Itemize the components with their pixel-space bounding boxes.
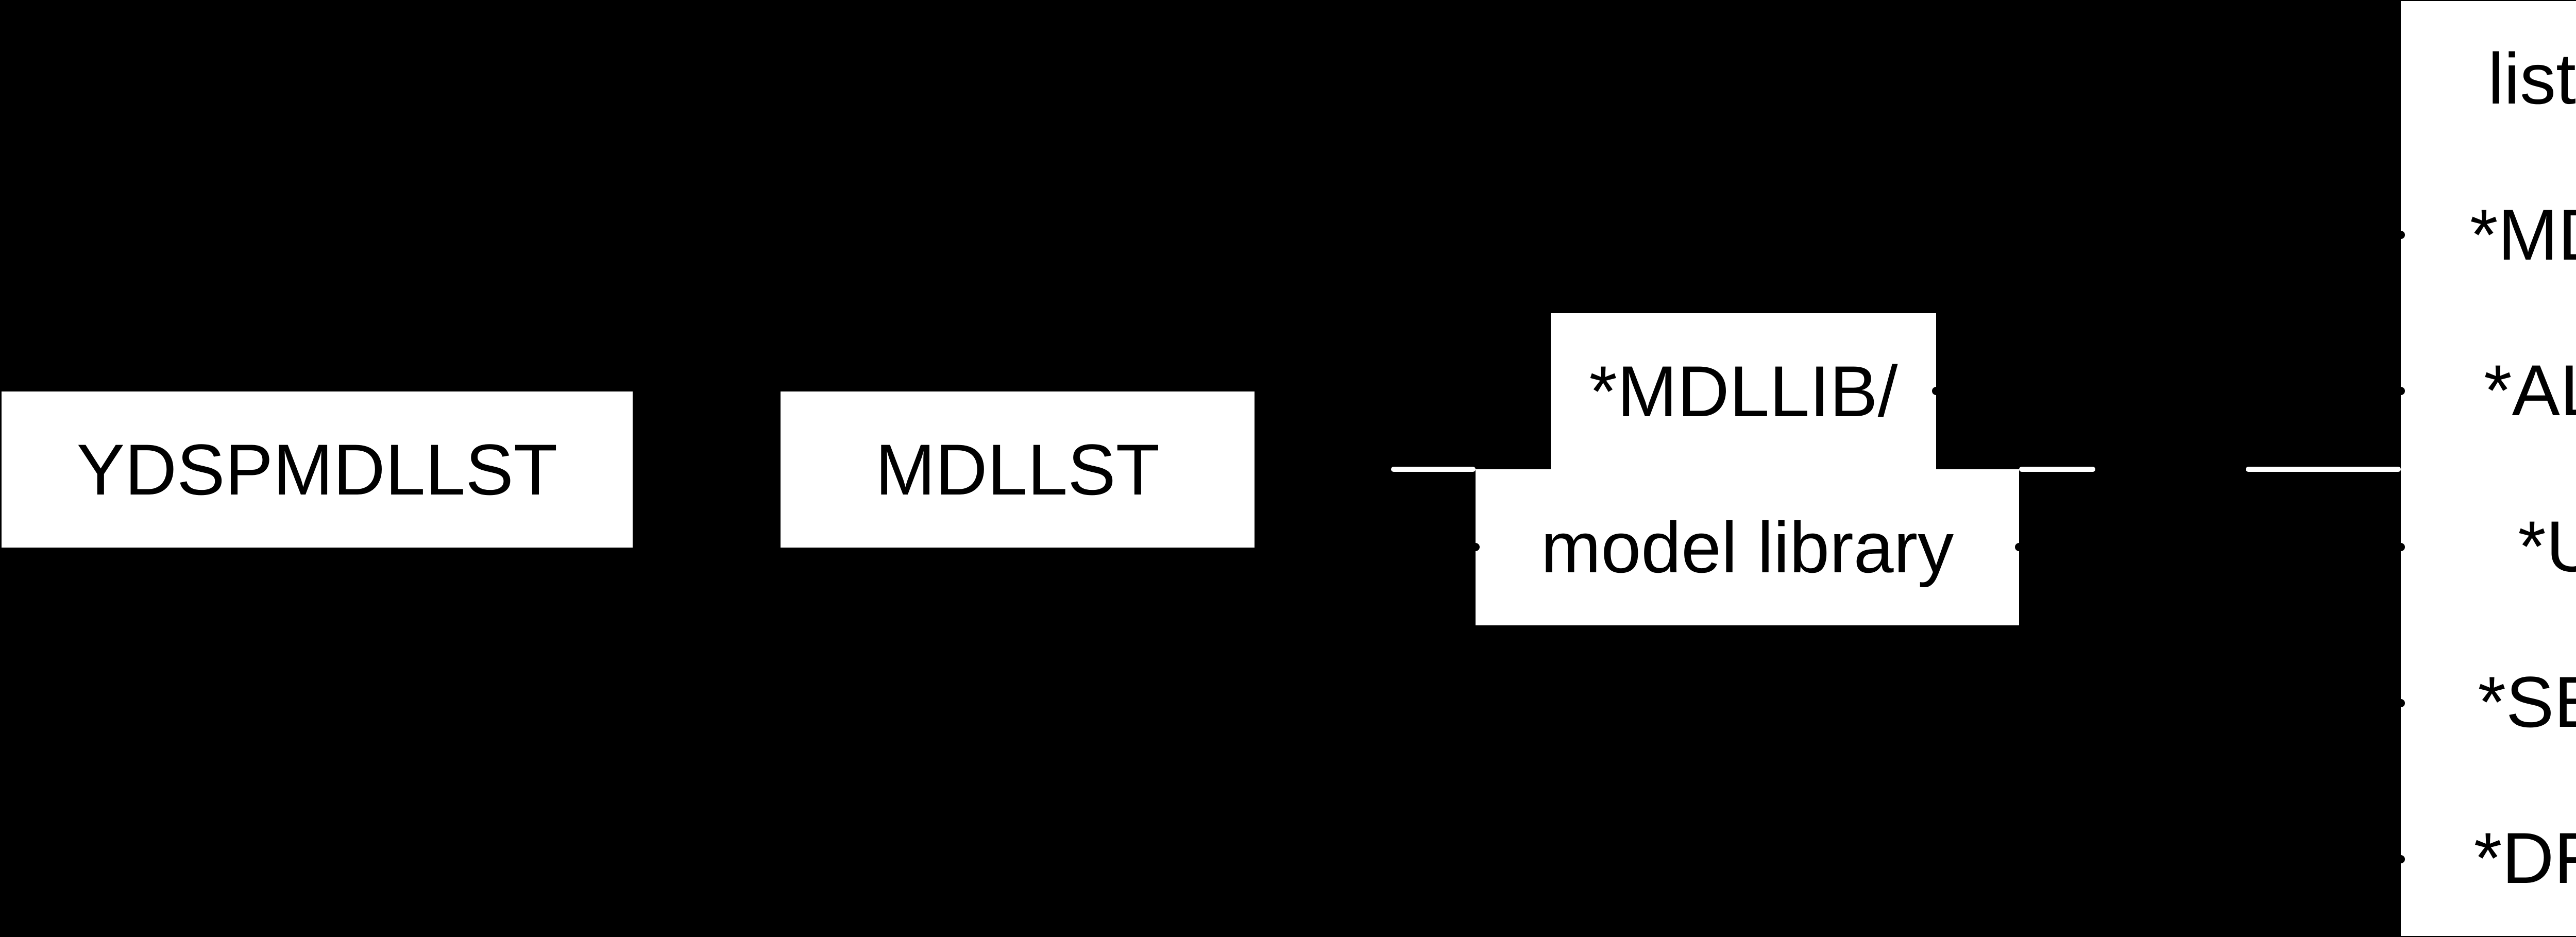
connector-dot (1471, 543, 1480, 551)
connector-dot (2015, 543, 2023, 551)
connector-dot (2397, 231, 2405, 239)
command-label: YDSPMDLLST (76, 429, 558, 510)
value-option-user: *USER (2518, 505, 2576, 587)
value-option-list-name: list name (2487, 38, 2576, 120)
value-option-select: *SELECT (2478, 661, 2576, 743)
connector-dot (2397, 855, 2405, 863)
parameter-box: MDLLST (781, 391, 1255, 548)
qualifier-mdllib-box: *MDLLIB/ (1551, 313, 1936, 469)
value-option-dftcpy: *DFTCPY (2473, 817, 2576, 898)
qualifier-mdllib-label: *MDLLIB/ (1589, 350, 1898, 432)
connector-dot (2397, 387, 2405, 395)
value-option-allobj: *ALLOBJ (2484, 350, 2576, 431)
connector-dot (2397, 699, 2405, 707)
parameter-label: MDLLST (875, 429, 1160, 510)
rail-segment-left (1391, 467, 1476, 472)
rail-segment-after-qualifier (2019, 467, 2095, 472)
value-option-mdlprf: *MDLPRF (2469, 194, 2576, 275)
qualifier-model-library-label: model library (1540, 506, 1954, 588)
value-list-box: list name *MDLPRF *ALLOBJ *USER *SELECT … (2401, 1, 2576, 936)
command-box: YDSPMDLLST (2, 391, 633, 548)
connector-dot (2397, 543, 2405, 551)
rail-segment-before-values (2246, 467, 2401, 472)
connector-dot (1932, 387, 1940, 395)
qualifier-model-library-box: model library (1476, 469, 2019, 625)
